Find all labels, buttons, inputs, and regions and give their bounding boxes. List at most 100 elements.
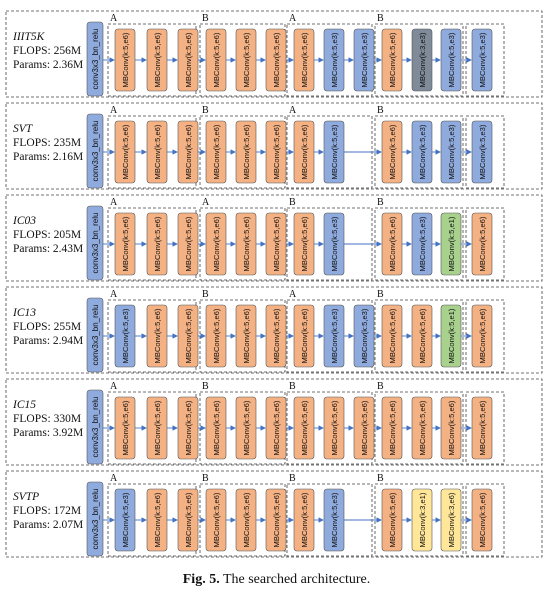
mbconv-label: MBConv(k:5,e6) xyxy=(300,216,309,271)
row-outline xyxy=(5,194,543,282)
mbconv-label: MBConv(k:5,e3) xyxy=(360,32,369,87)
group-label: B xyxy=(377,289,384,300)
mbconv-label: MBConv(k:5,e6) xyxy=(153,492,162,547)
stem-block xyxy=(86,297,104,373)
mbconv-label: MBConv(k:5,e6) xyxy=(212,308,221,363)
mbconv-label: MBConv(k:5,e6) xyxy=(272,492,281,547)
stem-block xyxy=(86,389,104,465)
mbconv-block xyxy=(471,212,493,276)
stem-block xyxy=(86,113,104,189)
mbconv-label: MBConv(k:5,e6) xyxy=(388,32,397,87)
stem-block xyxy=(86,21,104,97)
stem-label: conv3x3_bn_relu xyxy=(91,305,100,366)
mbconv-label: MBConv(k:5,e6) xyxy=(121,124,130,179)
mbconv-label: MBConv(k:5,e6) xyxy=(242,124,251,179)
mbconv-label: MBConv(k:5,e6) xyxy=(212,216,221,271)
mbconv-label: MBConv(k:5,e6) xyxy=(478,400,487,455)
mbconv-label: MBConv(k:5,e3) xyxy=(330,492,339,547)
dataset-name: IIIT5K xyxy=(12,31,46,43)
params-value: Params: 2.94M xyxy=(13,335,83,347)
mbconv-block xyxy=(471,120,493,184)
group-label: B xyxy=(202,381,209,392)
group-label: B xyxy=(202,13,209,24)
group-label: A xyxy=(202,197,210,208)
mbconv-label: MBConv(k:5,e6) xyxy=(478,492,487,547)
group-label: A xyxy=(110,473,118,484)
mbconv-block xyxy=(471,28,493,92)
group-label: B xyxy=(377,197,384,208)
group-label: A xyxy=(289,289,297,300)
mbconv-label: MBConv(k:5,e6) xyxy=(300,400,309,455)
group-label: B xyxy=(202,289,209,300)
params-value: Params: 2.16M xyxy=(13,151,83,163)
mbconv-label: MBConv(k:5,e6) xyxy=(242,308,251,363)
stem-label: conv3x3_bn_relu xyxy=(91,121,100,182)
row-outline xyxy=(5,470,543,558)
stem-block xyxy=(86,205,104,281)
flops-value: FLOPS: 235M xyxy=(13,137,81,149)
architecture-row-svt: SVT FLOPS: 235M Params: 2.16M conv3x3_bn_re… xyxy=(5,102,543,190)
group-label: B xyxy=(377,381,384,392)
mbconv-label: MBConv(k:3,e6) xyxy=(447,492,456,547)
group-label: A xyxy=(110,289,118,300)
mbconv-label: MBConv(k:5,e6) xyxy=(272,308,281,363)
group-label: A xyxy=(289,105,297,116)
params-value: Params: 2.36M xyxy=(13,59,83,71)
mbconv-label: MBConv(k:5,e3) xyxy=(121,492,130,547)
mbconv-label: MBConv(k:5,e1) xyxy=(447,216,456,271)
dataset-name: SVTP xyxy=(13,491,39,503)
params-value: Params: 3.92M xyxy=(13,427,83,439)
params-value: Params: 2.07M xyxy=(13,519,83,531)
group-label: B xyxy=(202,473,209,484)
mbconv-label: MBConv(k:5,e6) xyxy=(388,216,397,271)
mbconv-label: MBConv(k:5,e6) xyxy=(242,32,251,87)
mbconv-label: MBConv(k:5,e6) xyxy=(300,308,309,363)
mbconv-label: MBConv(k:5,e6) xyxy=(388,400,397,455)
mbconv-label: MBConv(k:5,e6) xyxy=(153,216,162,271)
mbconv-label: MBConv(k:5,e3) xyxy=(418,124,427,179)
group-label: A xyxy=(110,197,118,208)
mbconv-label: MBConv(k:5,e6) xyxy=(300,124,309,179)
mbconv-block xyxy=(471,304,493,368)
stem-label: conv3x3_bn_relu xyxy=(91,489,100,550)
group-label: A xyxy=(110,381,118,392)
row-outline xyxy=(5,378,543,466)
mbconv-label: MBConv(k:5,e6) xyxy=(242,400,251,455)
group-label: B xyxy=(377,105,384,116)
mbconv-label: MBConv(k:5,e6) xyxy=(212,32,221,87)
group-label: B xyxy=(289,473,296,484)
mbconv-label: MBConv(k:5,e6) xyxy=(184,400,193,455)
mbconv-label: MBConv(k:5,e3) xyxy=(330,216,339,271)
mbconv-label: MBConv(k:5,e6) xyxy=(121,400,130,455)
mbconv-label: MBConv(k:5,e6) xyxy=(388,308,397,363)
mbconv-label: MBConv(k:5,e6) xyxy=(478,308,487,363)
mbconv-label: MBConv(k:5,e6) xyxy=(184,216,193,271)
mbconv-label: MBConv(k:5,e3) xyxy=(360,308,369,363)
mbconv-label: MBConv(k:5,e3) xyxy=(418,216,427,271)
group-label: B xyxy=(289,197,296,208)
group-label: B xyxy=(377,473,384,484)
mbconv-label: MBConv(k:5,e6) xyxy=(153,308,162,363)
dataset-name: IC15 xyxy=(12,399,36,411)
mbconv-label: MBConv(k:5,e6) xyxy=(212,492,221,547)
mbconv-label: MBConv(k:5,e6) xyxy=(212,124,221,179)
caption-text: The searched architecture. xyxy=(219,572,371,587)
mbconv-label: MBConv(k:5,e3) xyxy=(447,32,456,87)
figure-caption: Fig. 5. The searched architecture. xyxy=(0,572,553,588)
mbconv-label: MBConv(k:5,e6) xyxy=(447,400,456,455)
group-label: B xyxy=(202,105,209,116)
mbconv-label: MBConv(k:5,e3) xyxy=(330,32,339,87)
mbconv-label: MBConv(k:5,e3) xyxy=(330,308,339,363)
mbconv-label: MBConv(k:5,e6) xyxy=(360,400,369,455)
mbconv-label: MBConv(k:5,e3) xyxy=(447,124,456,179)
mbconv-label: MBConv(k:5,e3) xyxy=(478,124,487,179)
dataset-name: SVT xyxy=(13,123,34,135)
mbconv-label: MBConv(k:5,e6) xyxy=(242,216,251,271)
mbconv-label: MBConv(k:5,e3) xyxy=(330,124,339,179)
